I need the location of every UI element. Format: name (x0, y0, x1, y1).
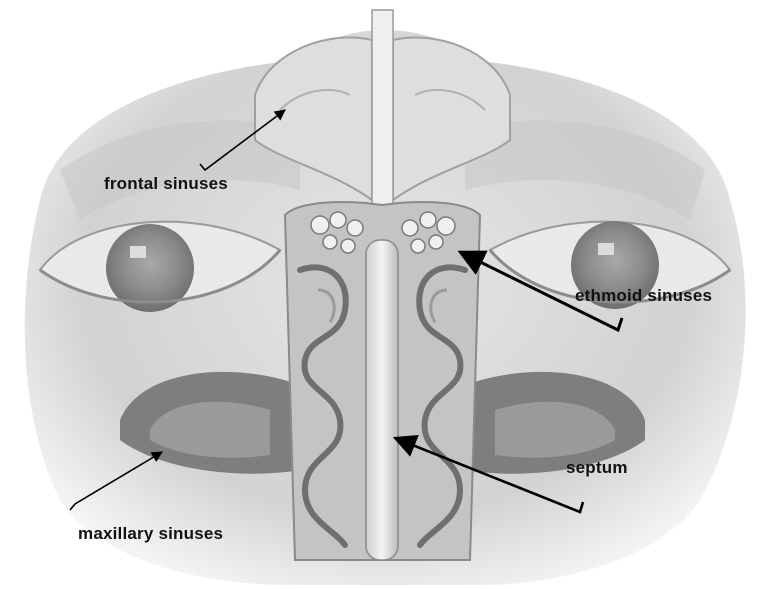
septum-wall (366, 240, 398, 560)
septum-label: septum (566, 458, 628, 478)
maxillary-sinuses-label: maxillary sinuses (78, 524, 223, 544)
frontal-sinuses-label: frontal sinuses (104, 174, 228, 194)
ethmoid-sinuses-label: ethmoid sinuses (575, 286, 712, 306)
nasal-cavity (285, 202, 480, 560)
